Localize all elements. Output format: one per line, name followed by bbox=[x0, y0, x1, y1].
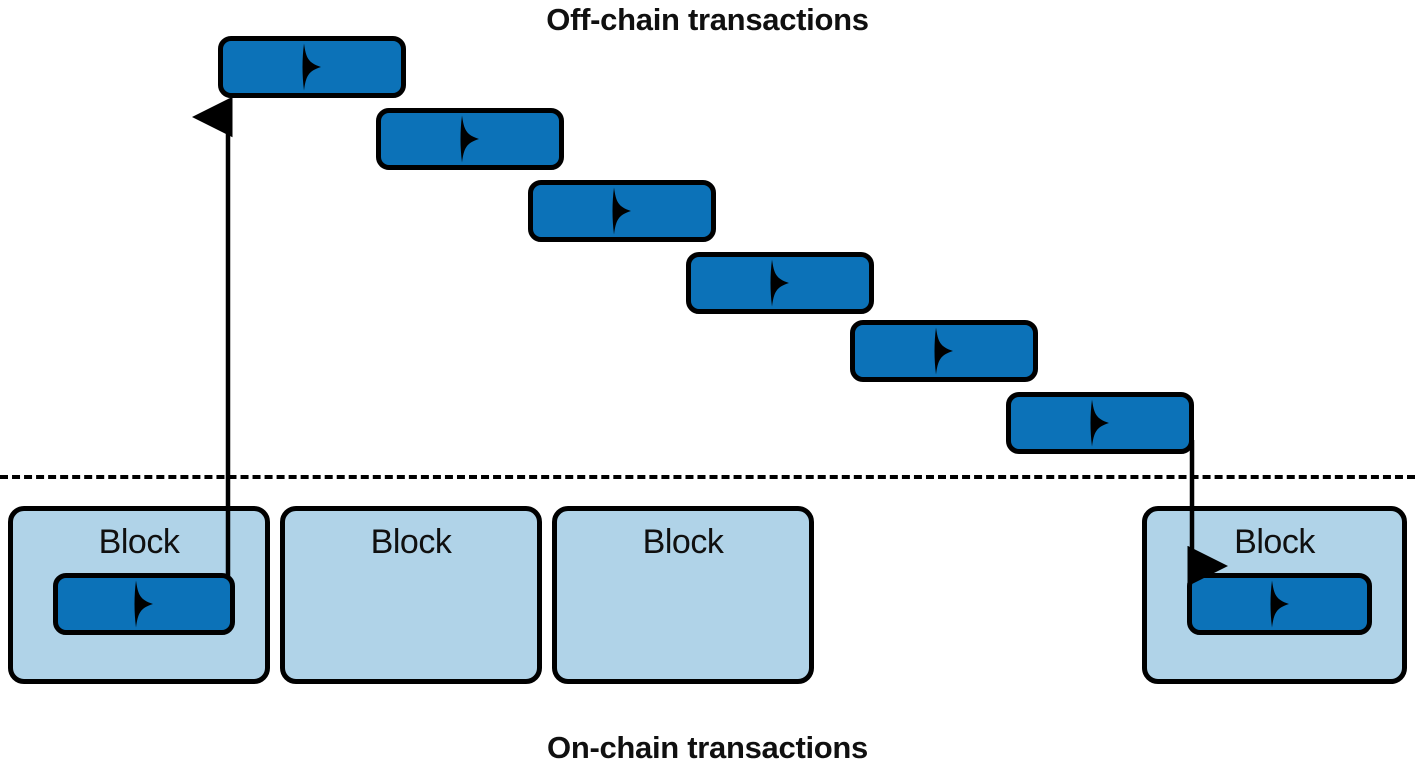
offchain-transaction-5[interactable] bbox=[850, 320, 1038, 382]
transaction-crescent-icon bbox=[460, 115, 479, 163]
offchain-transaction-3[interactable] bbox=[528, 180, 716, 242]
transaction-crescent-icon bbox=[457, 113, 483, 165]
block-4[interactable]: Block bbox=[1142, 506, 1407, 684]
transaction-crescent-icon bbox=[299, 41, 325, 93]
transaction-crescent-icon bbox=[609, 185, 635, 237]
transaction-crescent-icon bbox=[134, 580, 153, 628]
on-chain-transactions-title: On-chain transactions bbox=[547, 730, 868, 765]
block-3-label: Block bbox=[642, 523, 724, 561]
block-4-label: Block bbox=[1234, 523, 1315, 561]
transaction-crescent-icon bbox=[1090, 399, 1109, 447]
offchain-transaction-1[interactable] bbox=[218, 36, 406, 98]
block-3[interactable]: Block bbox=[552, 506, 814, 684]
block-2-label: Block bbox=[370, 523, 452, 561]
block-1-label: Block bbox=[98, 523, 180, 561]
transaction-crescent-icon bbox=[934, 327, 953, 375]
offchain-transaction-2[interactable] bbox=[376, 108, 564, 170]
transaction-crescent-icon bbox=[931, 325, 957, 377]
block-1-transaction[interactable] bbox=[53, 573, 235, 635]
transaction-crescent-icon bbox=[612, 187, 631, 235]
transaction-crescent-icon bbox=[302, 43, 321, 91]
offchain-transaction-4[interactable] bbox=[686, 252, 874, 314]
off-chain-transactions-title: Off-chain transactions bbox=[546, 2, 869, 37]
block-2[interactable]: Block bbox=[280, 506, 542, 684]
transaction-crescent-icon bbox=[1087, 397, 1113, 449]
transaction-crescent-icon bbox=[1270, 580, 1289, 628]
transaction-crescent-icon bbox=[770, 259, 789, 307]
off-chain-on-chain-divider bbox=[0, 475, 1415, 479]
offchain-transaction-6[interactable] bbox=[1006, 392, 1194, 454]
transaction-crescent-icon bbox=[131, 578, 157, 630]
transaction-crescent-icon bbox=[1267, 578, 1293, 630]
transaction-crescent-icon bbox=[767, 257, 793, 309]
